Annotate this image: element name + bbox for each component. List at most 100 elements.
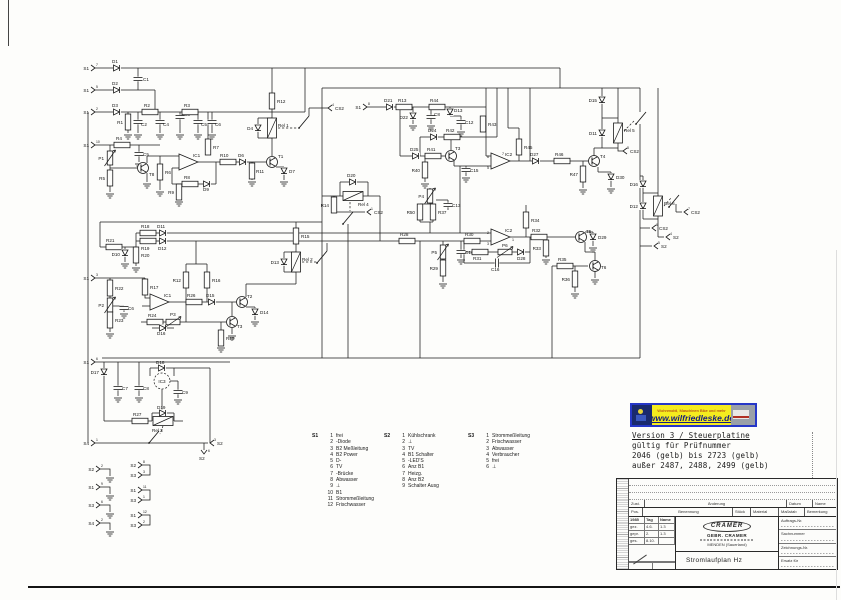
legend-item: 2-Diode (330, 439, 351, 446)
svg-text:C2: C2 (141, 122, 147, 127)
svg-text:R32: R32 (532, 228, 541, 233)
frame-dotted-edge (812, 432, 813, 478)
svg-text:C9: C9 (182, 390, 188, 395)
change-mark-cell (629, 545, 675, 565)
svg-text:R30: R30 (465, 232, 474, 237)
svg-text:C7: C7 (122, 386, 128, 391)
svg-text:D16: D16 (157, 331, 166, 336)
svg-text:R47: R47 (570, 172, 579, 177)
item-header-massstab: Maßstab (779, 508, 805, 516)
svg-text:6: 6 (656, 223, 658, 227)
svg-text:7: 7 (502, 152, 504, 156)
svg-text:Rel 3: Rel 3 (152, 428, 163, 433)
svg-text:R40: R40 (412, 168, 421, 173)
svg-text:C1: C1 (143, 77, 149, 82)
title-block-right-column: Auftrags-Nr. Sachnummer Zeichnungs-Nr. E… (779, 517, 837, 569)
item-header-pos: Pos. (629, 508, 643, 516)
legend-item: 9⊥ (330, 483, 341, 490)
svg-text:Rel 4: Rel 4 (358, 202, 369, 207)
svg-text:P5: P5 (431, 250, 437, 255)
svg-text:R35: R35 (558, 257, 567, 262)
svg-text:R9: R9 (168, 190, 174, 195)
svg-text:R25: R25 (226, 336, 235, 341)
svg-text:2: 2 (143, 520, 145, 524)
svg-text:D15: D15 (589, 98, 598, 103)
svg-text:T8: T8 (149, 172, 155, 177)
svg-text:CS2: CS2 (374, 210, 383, 215)
svg-text:R19: R19 (141, 246, 150, 251)
svg-text:D19: D19 (157, 405, 166, 410)
svg-text:R4: R4 (116, 136, 122, 141)
svg-text:R12: R12 (277, 99, 286, 104)
svg-text:T2: T2 (247, 294, 253, 299)
label-zeichnungs-nr: Zeichnungs-Nr. (781, 544, 809, 550)
svg-text:S1: S1 (130, 488, 136, 493)
svg-text:D29: D29 (598, 235, 607, 240)
svg-text:S1: S1 (355, 105, 361, 110)
svg-text:C12: C12 (465, 120, 474, 125)
svg-text:7: 7 (96, 63, 98, 67)
svg-text:R34: R34 (531, 218, 540, 223)
svg-text:S1: S1 (88, 485, 94, 490)
svg-text:D20: D20 (347, 173, 356, 178)
svg-text:R12: R12 (173, 278, 182, 283)
svg-text:C8: C8 (434, 112, 440, 117)
connector-pin-layer: S17S15S12S110S13S16S41S184CS21CS28CS27CS… (83, 63, 700, 529)
banner-tagline: Wohnmobil, Maschinen Bike und mehr (657, 407, 726, 413)
svg-text:D25: D25 (410, 147, 419, 152)
fine-print-strip (617, 479, 629, 569)
svg-text:T6: T6 (601, 265, 607, 270)
title-block: Zust. Änderung Datum Name Pos. Benennung… (616, 478, 838, 570)
svg-text:1: 1 (143, 495, 145, 499)
svg-text:D22: D22 (400, 115, 409, 120)
dashed-wire-layer (159, 120, 672, 435)
svg-text:T3: T3 (237, 324, 243, 329)
svg-text:R21: R21 (106, 238, 115, 243)
svg-text:Rel 6: Rel 6 (664, 201, 675, 206)
banner-photo-camper (731, 405, 755, 425)
svg-text:P6: P6 (502, 243, 508, 248)
svg-text:S1: S1 (83, 276, 89, 281)
svg-text:1: 1 (371, 207, 373, 211)
svg-text:C16: C16 (491, 267, 500, 272)
svg-text:S2: S2 (88, 467, 94, 472)
svg-text:R43: R43 (488, 122, 497, 127)
document-title: Stromlaufplan Hz (686, 557, 743, 564)
svg-text:R15: R15 (301, 234, 310, 239)
svg-text:D13: D13 (271, 260, 280, 265)
banner-url: www.wilfriedleske.de (652, 412, 731, 423)
svg-text:T5: T5 (586, 229, 592, 234)
legend-title-s1: S1 (312, 433, 319, 439)
revision-header-name: Name (815, 501, 826, 506)
svg-text:9: 9 (101, 482, 103, 486)
scan-edge-bottom (28, 586, 840, 588)
svg-text:S1: S1 (130, 513, 136, 518)
svg-text:D21: D21 (384, 98, 393, 103)
svg-text:S2: S2 (673, 235, 679, 240)
svg-text:R46: R46 (555, 152, 564, 157)
svg-text:D2: D2 (112, 81, 118, 86)
version-note: Version 3 / Steuerplatine gültig für Prü… (632, 431, 841, 471)
svg-text:1: 1 (96, 438, 98, 442)
svg-text:6: 6 (208, 449, 210, 453)
company-logo: CRAMER GEBR. CRAMER MENDEN (Sauerland) (676, 517, 778, 552)
version-line-1: Version 3 / Steuerplatine (632, 431, 750, 440)
svg-text:S1: S1 (83, 143, 89, 148)
svg-text:S2: S2 (199, 456, 205, 461)
svg-text:IC3: IC3 (158, 379, 166, 384)
svg-text:S2: S2 (217, 441, 223, 446)
svg-text:IC2: IC2 (505, 228, 513, 233)
svg-text:D10: D10 (112, 252, 121, 257)
svg-text:R42: R42 (446, 128, 455, 133)
svg-text:D28: D28 (517, 256, 526, 261)
svg-text:R14: R14 (321, 203, 330, 208)
svg-text:D11: D11 (157, 224, 166, 229)
company-city: MENDEN (Sauerland) (707, 542, 747, 547)
